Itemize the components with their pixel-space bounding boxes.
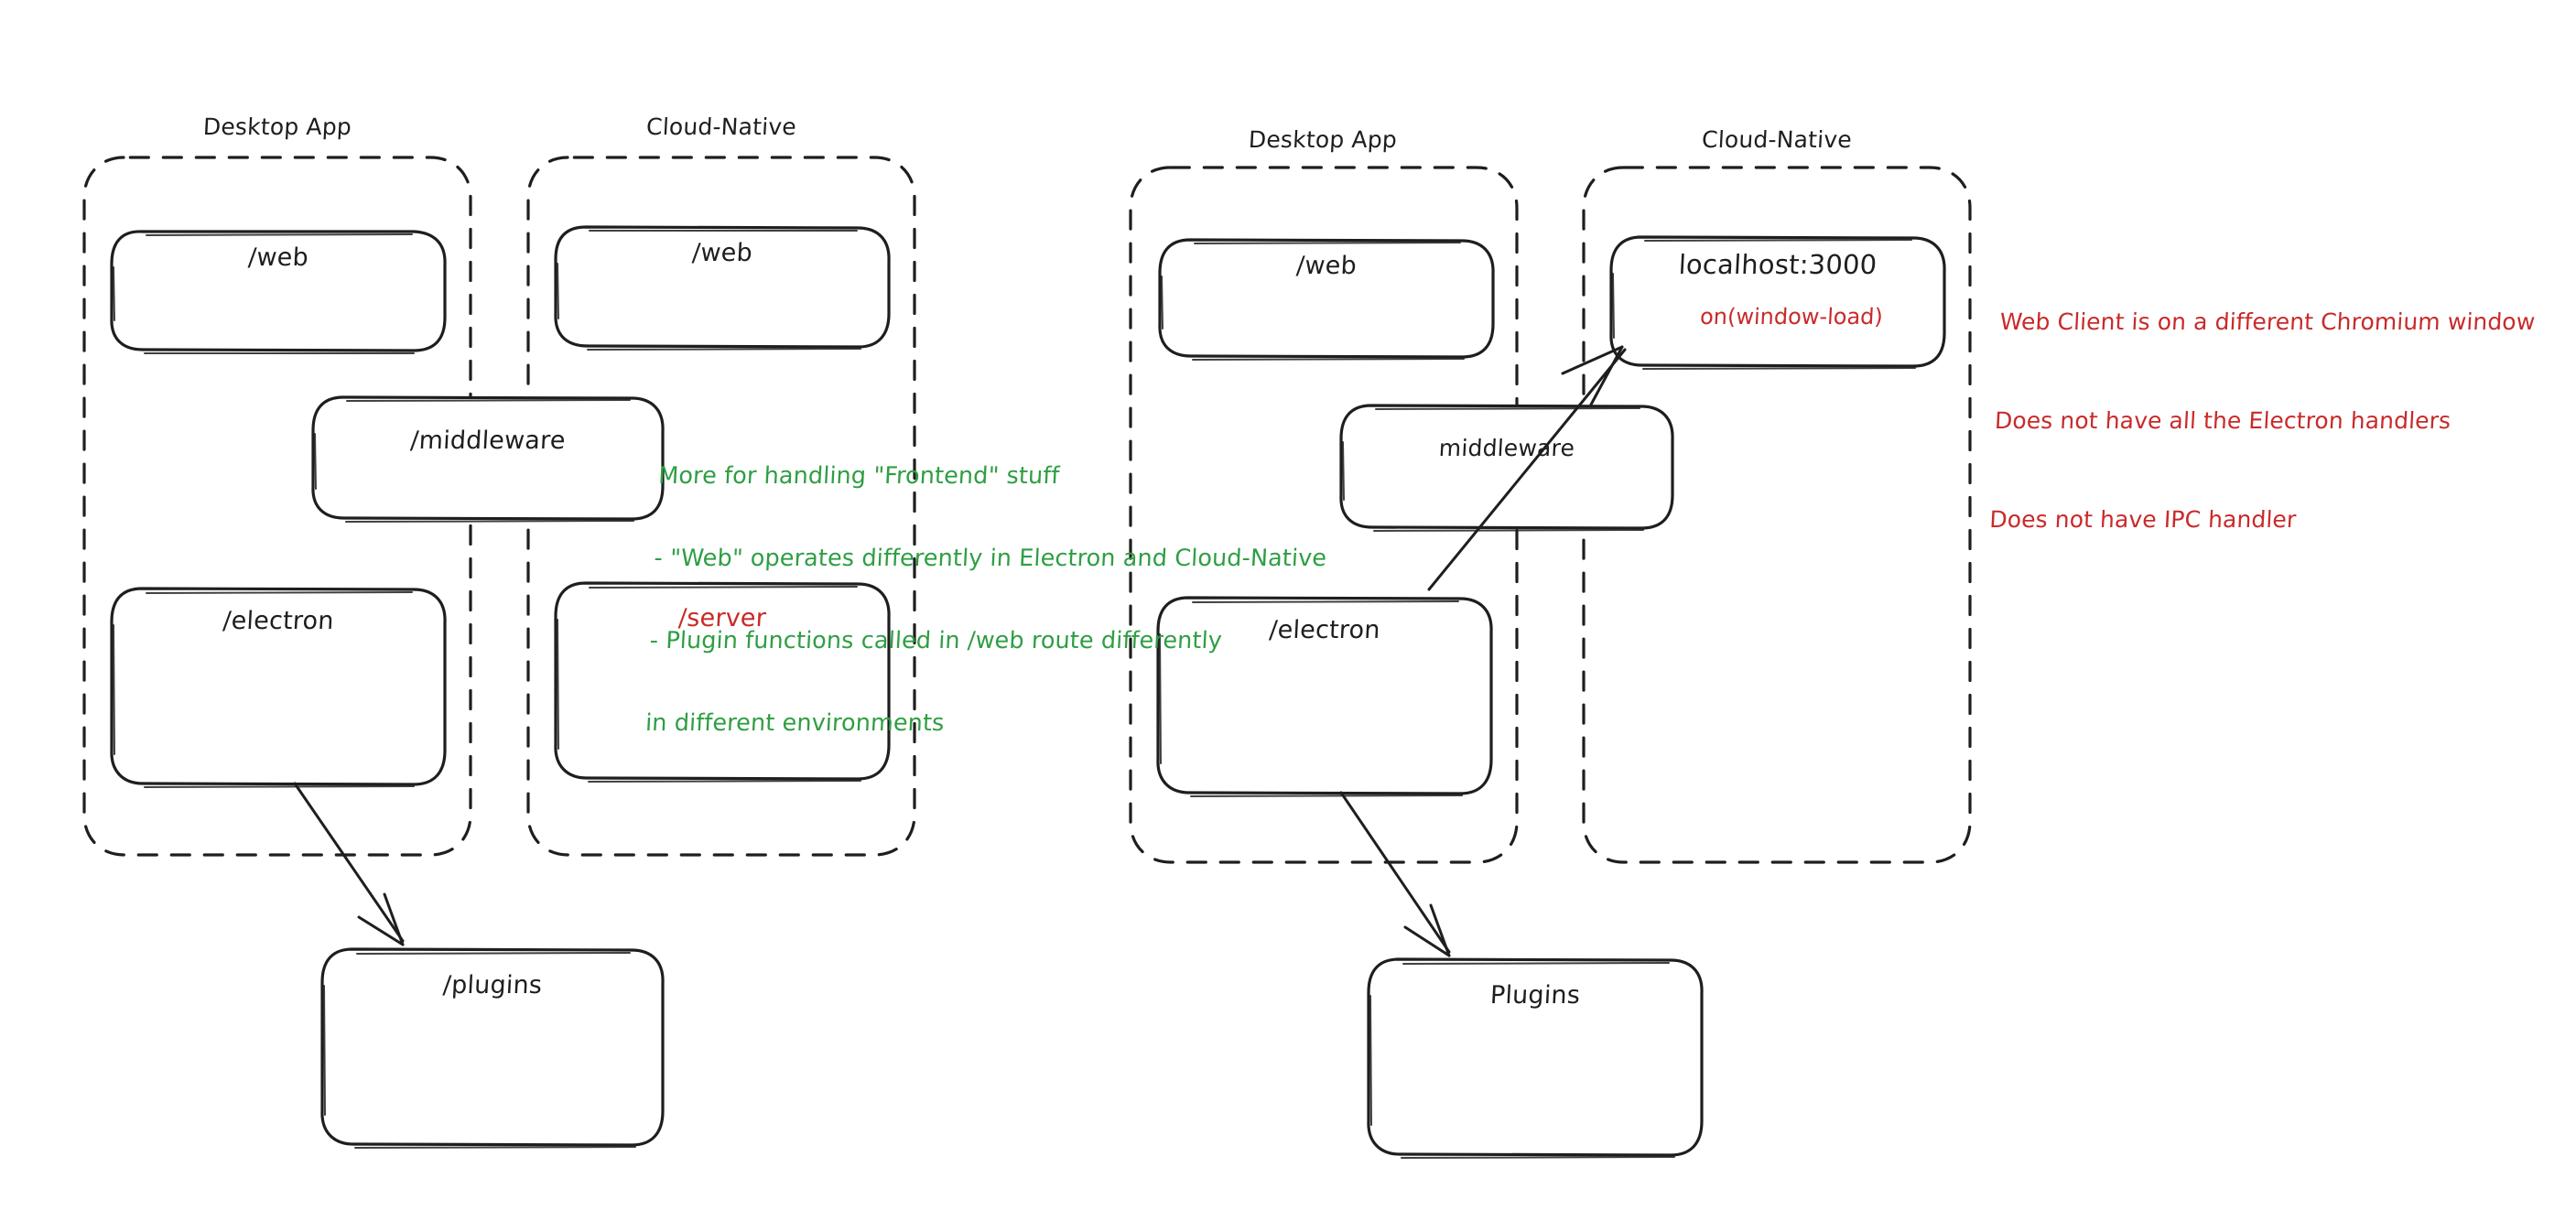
left-desktop-app-container: [82, 156, 472, 857]
node-left-desktop-web[interactable]: [110, 230, 447, 354]
node-right-middleware[interactable]: [1339, 404, 1674, 532]
right-middleware-label: middleware: [1438, 435, 1575, 461]
red-annotation-line-3: Does not have IPC handler: [1988, 506, 2298, 533]
left-cloud-native-label: Cloud-Native: [645, 113, 797, 140]
left-desktop-web-label: /web: [247, 243, 309, 272]
right-localhost-label: localhost:3000: [1677, 249, 1878, 280]
left-plugins-label: /plugins: [442, 971, 543, 1000]
node-right-localhost[interactable]: [1609, 235, 1946, 370]
right-plugins-label: Plugins: [1489, 981, 1581, 1010]
node-left-cloud-web[interactable]: [554, 225, 891, 351]
node-left-plugins[interactable]: [320, 947, 665, 1149]
left-desktop-app-label: Desktop App: [202, 113, 352, 140]
right-cloud-native-label: Cloud-Native: [1701, 126, 1853, 153]
arrow-right-electron-to-localhost: [1427, 345, 1627, 591]
green-annotation: More for handling "Frontend" stuff - "We…: [644, 407, 1335, 764]
green-annotation-line-1: More for handling "Frontend" stuff: [657, 462, 1061, 490]
green-annotation-line-4: in different environments: [644, 709, 946, 737]
left-cloud-native-container: [526, 156, 916, 857]
green-annotation-line-2: - "Web" operates differently in Electron…: [653, 545, 1327, 572]
red-annotation: Web Client is on a different Chromium wi…: [1987, 240, 2539, 569]
right-localhost-sublabel: on(window-load): [1699, 304, 1884, 330]
left-electron-label: /electron: [222, 607, 335, 635]
left-cloud-web-label: /web: [691, 239, 753, 267]
red-annotation-line-2: Does not have all the Electron handlers: [1994, 407, 2452, 434]
right-desktop-web-label: /web: [1295, 252, 1358, 280]
node-right-desktop-web[interactable]: [1158, 238, 1495, 361]
node-right-plugins[interactable]: [1367, 957, 1704, 1159]
node-left-electron[interactable]: [110, 587, 447, 788]
right-desktop-app-label: Desktop App: [1248, 126, 1398, 153]
right-desktop-app-container: [1129, 166, 1519, 864]
arrow-right-electron-to-plugins: [1339, 791, 1451, 957]
arrow-left-electron-to-plugins: [293, 782, 405, 946]
node-left-server[interactable]: [554, 581, 891, 783]
right-cloud-native-container: [1582, 166, 1972, 864]
node-left-middleware[interactable]: [311, 395, 665, 523]
green-annotation-line-3: - Plugin functions called in /web route …: [649, 627, 1223, 654]
red-annotation-line-1: Web Client is on a different Chromium wi…: [1998, 308, 2537, 335]
node-right-electron[interactable]: [1156, 596, 1493, 797]
left-middleware-label: /middleware: [409, 427, 567, 455]
